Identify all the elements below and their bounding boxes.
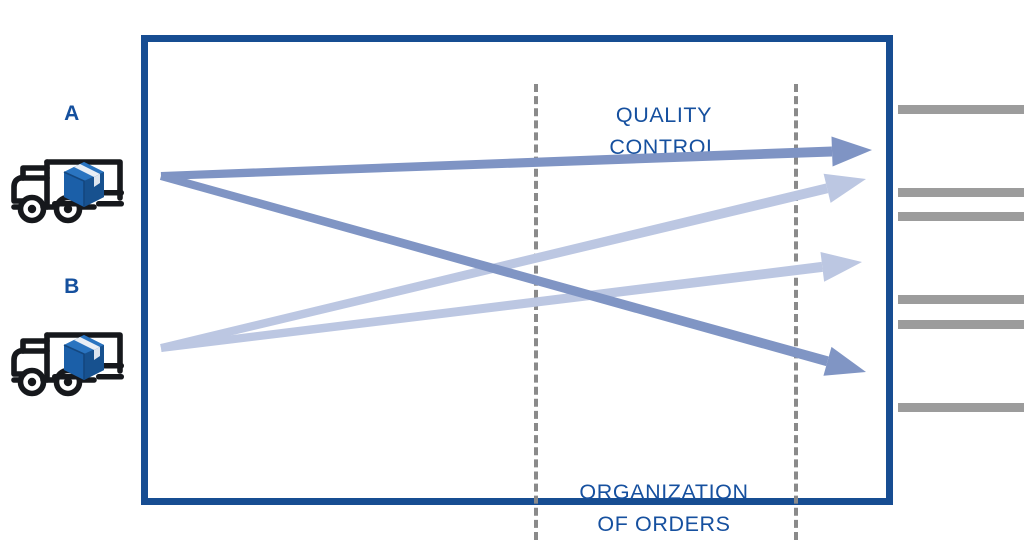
- package-icon: [63, 162, 104, 207]
- inbound-truck-a: A: [6, 102, 138, 252]
- zone-label-line-1: QUALITY: [615, 103, 713, 127]
- zone-label-line-2: CONTROL: [609, 135, 719, 159]
- delivery-truck-icon: [11, 332, 124, 397]
- outbound-rack-2: [898, 212, 1024, 304]
- zone-label-line-2: OF ORDERS: [597, 512, 731, 536]
- outbound-rack-3: [898, 320, 1024, 412]
- outbound-rack-1: [898, 105, 1024, 197]
- truck-a-label: A: [64, 102, 80, 125]
- zone-label-line-1: ORGANIZATION: [579, 480, 749, 504]
- package-icon: [63, 335, 104, 380]
- warehouse-frame: QUALITY CONTROL ORGANIZATION OF ORDERS: [141, 35, 893, 540]
- zone-label-organization-of-orders: ORGANIZATION OF ORDERS: [514, 476, 814, 540]
- inbound-truck-b: B: [6, 275, 138, 425]
- truck-b-label: B: [64, 275, 80, 298]
- delivery-truck-icon: [11, 159, 124, 224]
- zone-label-quality-control: QUALITY CONTROL: [514, 99, 814, 163]
